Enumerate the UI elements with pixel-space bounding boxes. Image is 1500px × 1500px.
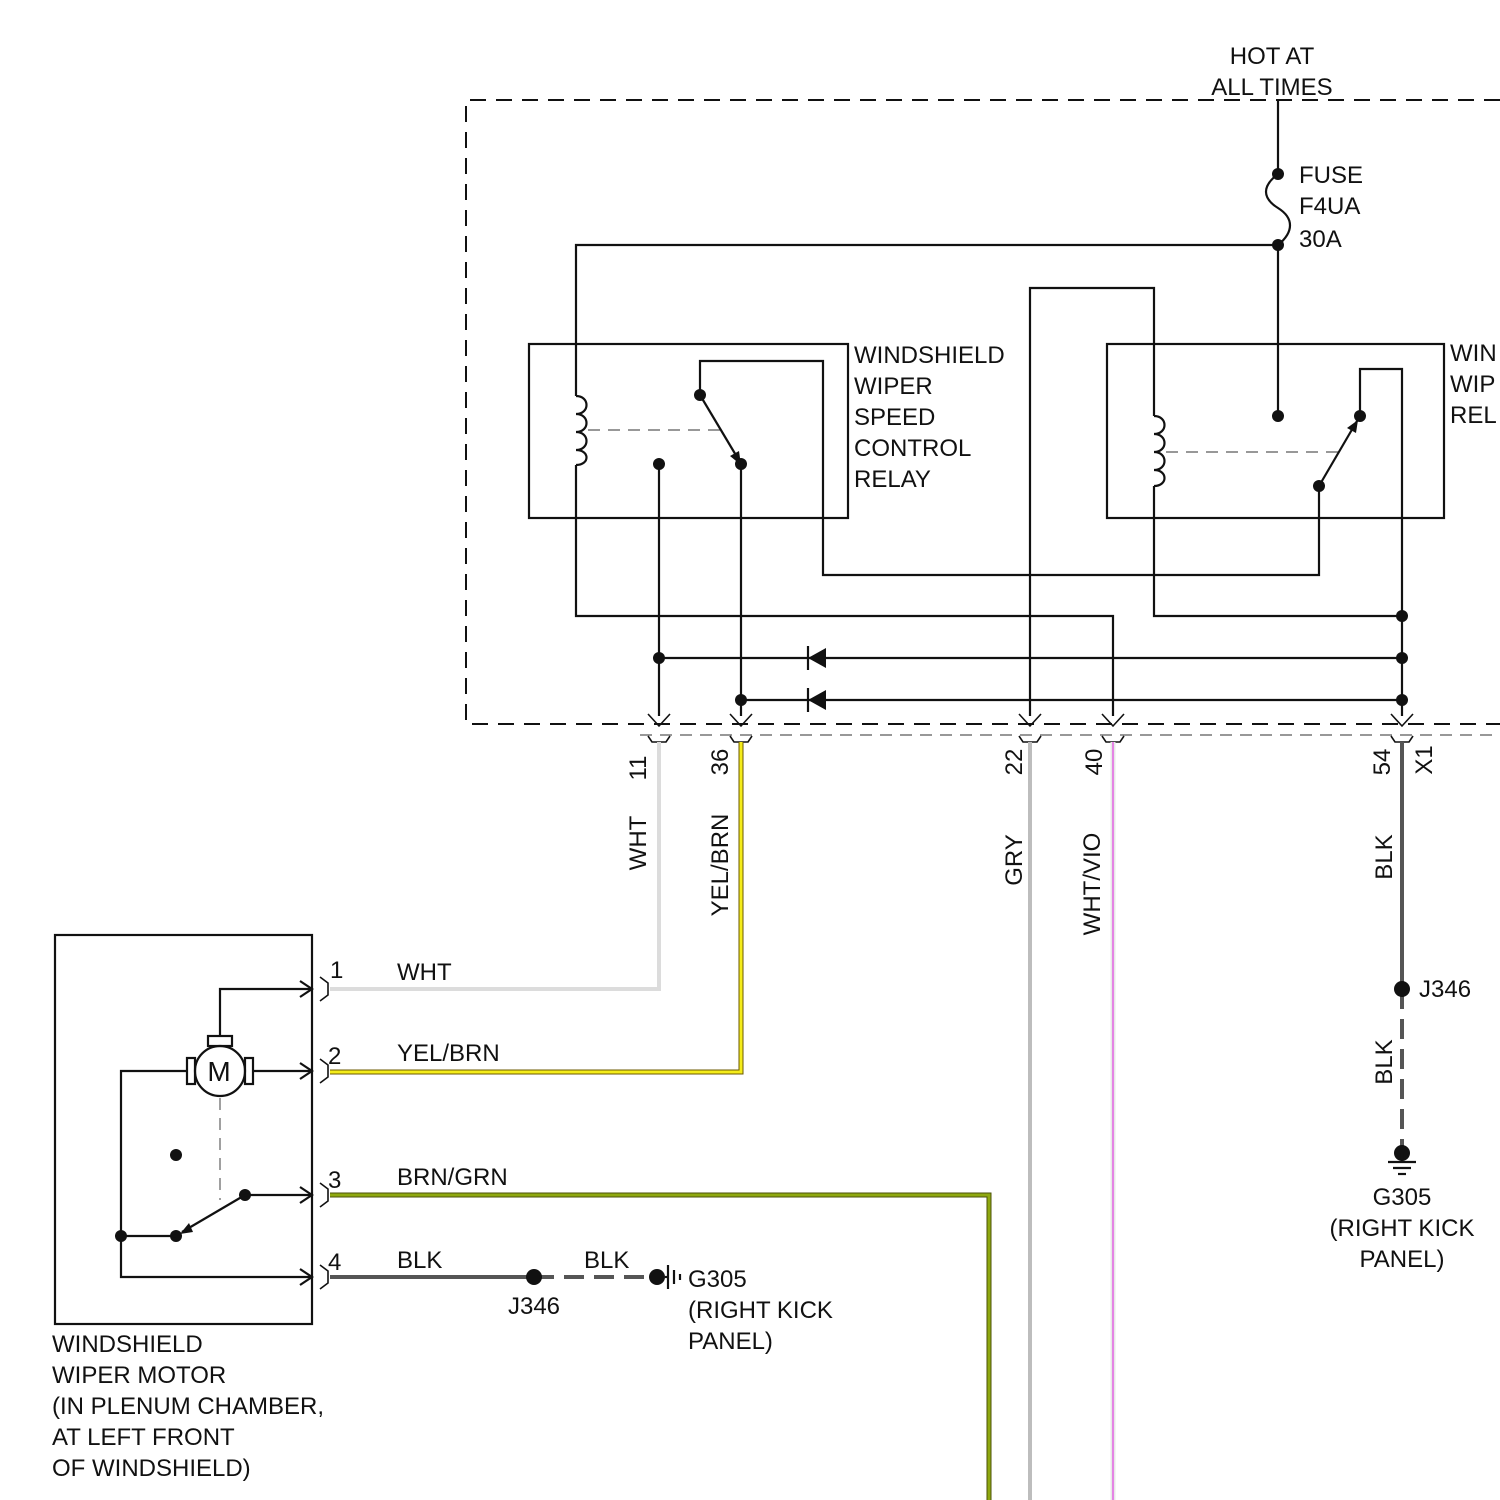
pin-number-54: 54 xyxy=(1369,749,1396,776)
motor-icon: M xyxy=(187,1036,253,1096)
speed-relay-label-line2: WIPER xyxy=(854,373,933,400)
wire-label-brn-grn: BRN/GRN xyxy=(397,1164,508,1191)
motor-symbol: M xyxy=(207,1056,230,1087)
motor-pin-3: 3 xyxy=(328,1167,341,1194)
pin-number-22: 22 xyxy=(1001,749,1028,776)
connector-pin xyxy=(1019,714,1041,742)
wire-yel-brn xyxy=(330,742,741,1072)
ground-icon xyxy=(1388,1153,1416,1174)
motor-pin-4: 4 xyxy=(328,1249,341,1276)
wire-yel-brn-edge xyxy=(330,742,741,1072)
wire-brn-grn-edge xyxy=(330,1195,989,1500)
motor-label-line4: AT LEFT FRONT xyxy=(52,1424,235,1451)
splice-label: J346 xyxy=(1419,976,1471,1003)
power-label-line1: HOT AT xyxy=(1230,43,1315,70)
motor-label-line2: WIPER MOTOR xyxy=(52,1362,226,1389)
connector-name: X1 xyxy=(1411,745,1438,774)
module-internal-wiring xyxy=(576,245,1408,716)
speed-relay-label-line5: RELAY xyxy=(854,466,931,493)
diode-icon xyxy=(808,688,826,712)
pin-number-36: 36 xyxy=(707,749,734,776)
wire-brn-grn xyxy=(330,1195,989,1500)
wire-label-blk: BLK xyxy=(1371,1039,1398,1084)
wire-label-gry: GRY xyxy=(1001,834,1028,886)
motor-label-line1: WINDSHIELD xyxy=(52,1331,203,1358)
wire-label-blk: BLK xyxy=(584,1247,629,1274)
pin-number-40: 40 xyxy=(1081,749,1108,776)
wire-label-wht-vio: WHT/VIO xyxy=(1079,833,1106,936)
left-ground: J346 BLK G305 (RIGHT KICK PANEL) xyxy=(508,1247,833,1355)
motor-pin-2: 2 xyxy=(328,1043,341,1070)
speed-control-relay: WINDSHIELD WIPER SPEED CONTROL RELAY xyxy=(529,342,1005,518)
fuse-label-line2: F4UA xyxy=(1299,193,1360,220)
connector-pin xyxy=(730,714,752,742)
ground-location-line1: (RIGHT KICK xyxy=(1330,1215,1475,1242)
relay-switch-icon xyxy=(1319,421,1357,486)
wire-label-blk: BLK xyxy=(1371,834,1398,879)
speed-relay-label-line4: CONTROL xyxy=(854,435,971,462)
speed-relay-label-line3: SPEED xyxy=(854,404,935,431)
connector-pin xyxy=(1391,714,1413,742)
harness-wires: WHT YEL/BRN GRY WHT/VIO BLK BLK xyxy=(330,742,1402,1500)
relay-coil-icon xyxy=(576,396,587,465)
ground-location-line2: PANEL) xyxy=(1360,1246,1445,1273)
fuse-label-line3: 30A xyxy=(1299,226,1342,253)
motor-pin-1: 1 xyxy=(330,957,343,984)
splice-label: J346 xyxy=(508,1293,560,1320)
wire-wht xyxy=(330,742,659,989)
wire-label-wht: WHT xyxy=(625,815,652,870)
splice-j346 xyxy=(526,1269,542,1285)
wire-label-wht: WHT xyxy=(397,959,452,986)
connector-pin xyxy=(1102,714,1124,742)
power-label-line2: ALL TIMES xyxy=(1211,74,1332,101)
diode-icon xyxy=(808,646,826,670)
motor-label-line5: OF WINDSHIELD) xyxy=(52,1455,251,1482)
wiper-relay: WIN WIP REL xyxy=(1107,340,1497,518)
wiper-relay-label-line1: WIN xyxy=(1450,340,1497,367)
ground-location-line2: PANEL) xyxy=(688,1328,773,1355)
ground-name: G305 xyxy=(1373,1184,1432,1211)
pin-number-11: 11 xyxy=(625,756,652,781)
wire-label-yel-brn: YEL/BRN xyxy=(707,814,734,917)
ground-location-line1: (RIGHT KICK xyxy=(688,1297,833,1324)
wiper-relay-label-line3: REL xyxy=(1450,402,1497,429)
ground-name: G305 xyxy=(688,1266,747,1293)
wire-label-blk: BLK xyxy=(397,1247,442,1274)
fuse-icon xyxy=(1266,174,1290,245)
splice-j346 xyxy=(1394,981,1410,997)
wiper-motor: M 1 2 3 4 WHT YEL/BRN BRN/GRN BLK xyxy=(52,935,508,1482)
connector-pin xyxy=(648,714,670,742)
wire-label-yel-brn: YEL/BRN xyxy=(397,1040,500,1067)
motor-label-line3: (IN PLENUM CHAMBER, xyxy=(52,1393,324,1420)
ground-icon xyxy=(665,1265,680,1289)
speed-relay-label-line1: WINDSHIELD xyxy=(854,342,1005,369)
wiper-relay-label-line2: WIP xyxy=(1450,371,1495,398)
fuse-label-line1: FUSE xyxy=(1299,162,1363,189)
relay-coil-icon xyxy=(1154,416,1165,486)
motor-park-switch-icon xyxy=(182,1195,245,1232)
relay-switch-icon xyxy=(700,395,740,462)
